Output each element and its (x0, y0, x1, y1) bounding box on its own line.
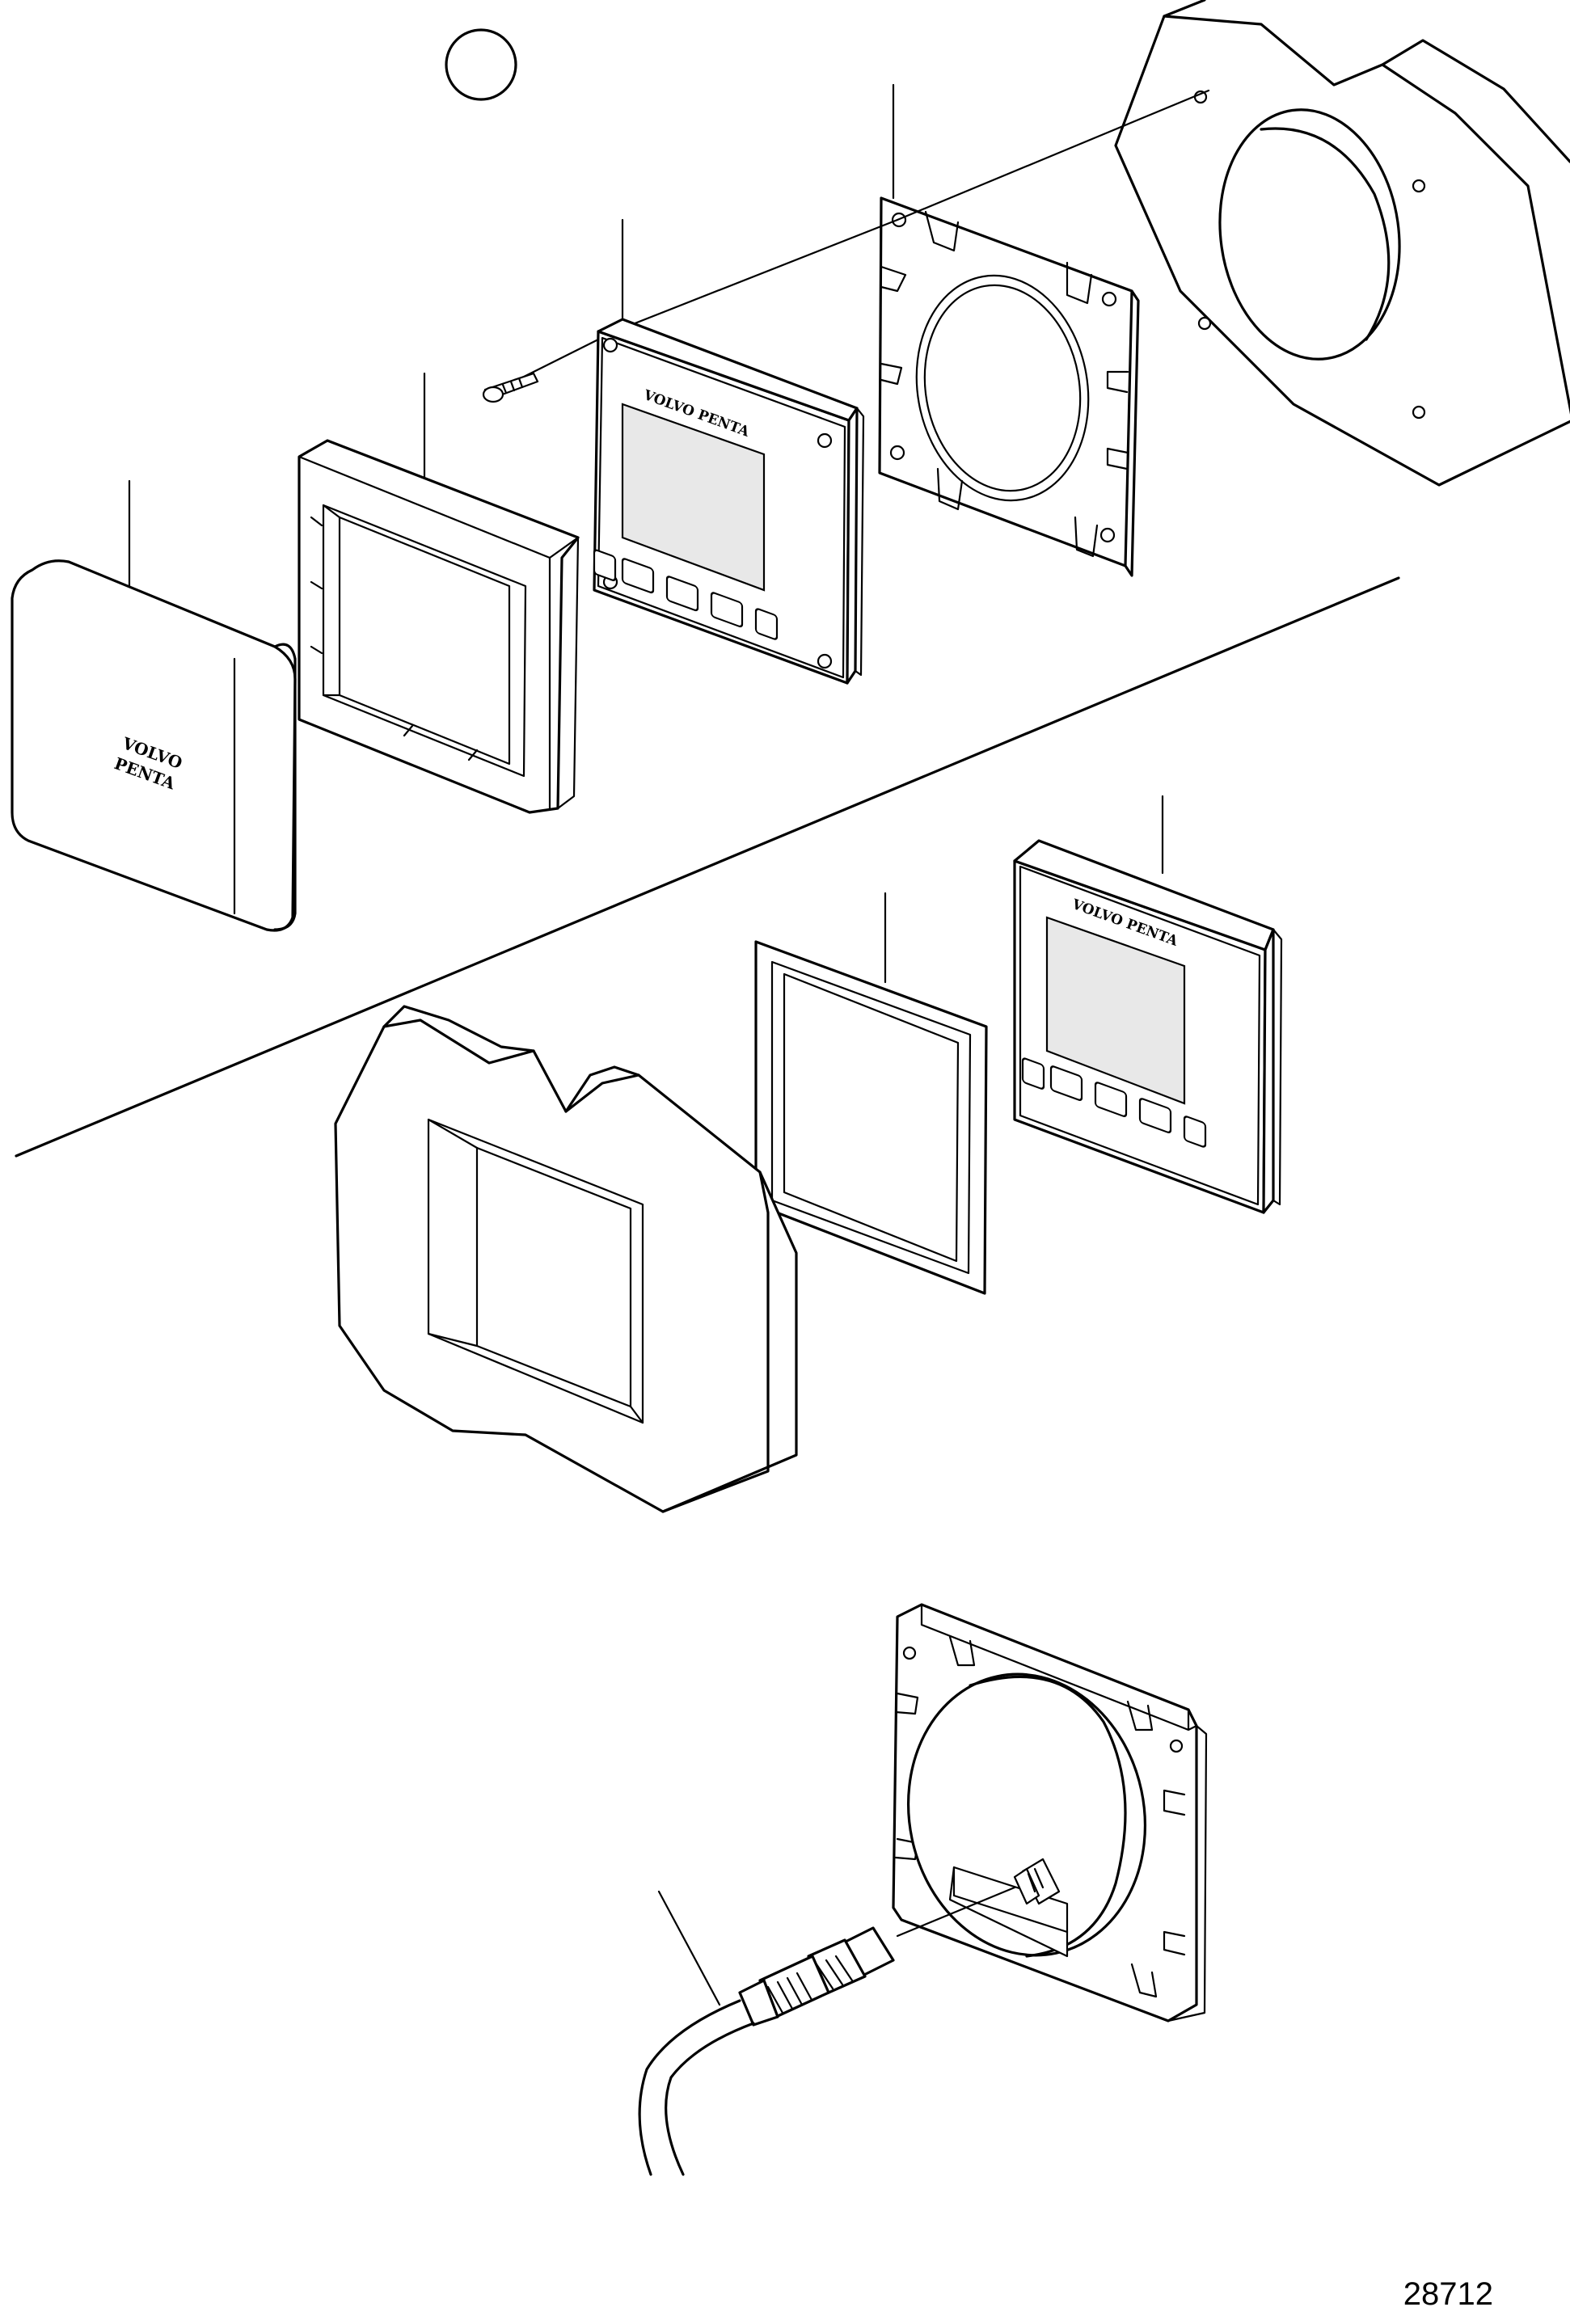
connector-icon (1013, 1858, 1061, 1905)
circle-marker-icon (445, 28, 517, 101)
bezel-frame-top (298, 439, 580, 814)
display-rear-view (892, 1603, 1208, 2022)
mounting-gasket (878, 196, 1140, 577)
panel-cutout-top (1114, 0, 1570, 487)
display-unit-middle: VOLVO PENTA (1013, 795, 1283, 1214)
cable (638, 1890, 755, 2176)
connector-guide-line (896, 1886, 1016, 1938)
figure-number: 28712 (1403, 2276, 1493, 2312)
cable-plug (738, 1926, 895, 2027)
screw-icon (482, 372, 539, 403)
alignment-lines (128, 83, 1210, 596)
separator-line (15, 576, 1400, 1158)
panel-cutout-middle (334, 1005, 798, 1513)
square-gasket (754, 892, 988, 1295)
protective-cover: VOLVO PENTA (11, 559, 297, 932)
display-unit-top: VOLVO PENTA (593, 318, 865, 685)
